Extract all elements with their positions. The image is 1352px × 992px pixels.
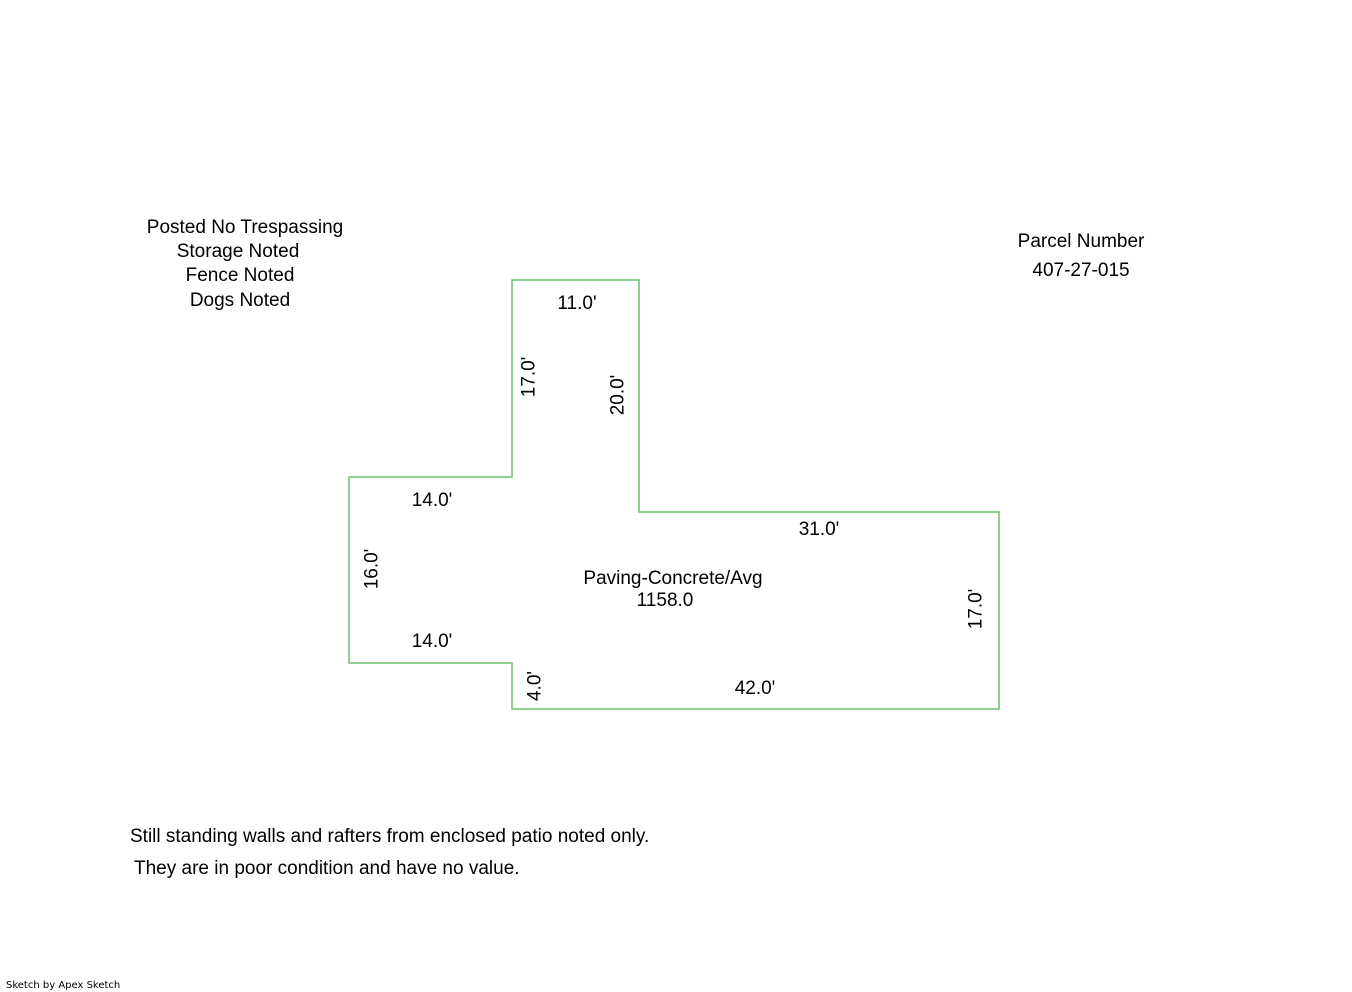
note-dogs: Dogs Noted: [189, 290, 291, 311]
dim-left: 16.0': [361, 548, 383, 590]
credit: Sketch by Apex Sketch: [6, 980, 121, 991]
comment-line-1: Still standing walls and rafters from en…: [130, 826, 650, 847]
area-outline: [348, 279, 1000, 710]
dim-step-top: 14.0': [411, 490, 453, 511]
dim-right: 17.0': [965, 588, 987, 630]
dim-step-bottom: 14.0': [411, 631, 453, 652]
area-name: Paving-Concrete/Avg: [583, 568, 763, 589]
dim-top: 11.0': [557, 293, 597, 314]
dim-notch: 4.0': [524, 670, 546, 702]
note-storage: Storage Noted: [176, 241, 300, 262]
dim-bottom: 42.0': [734, 678, 776, 699]
area-value: 1158.0: [636, 590, 694, 611]
comment-line-2: They are in poor condition and have no v…: [134, 858, 520, 879]
note-posted-no-trespassing: Posted No Trespassing: [146, 217, 344, 238]
dim-right-upper: 20.0': [607, 374, 629, 416]
dim-left-upper: 17.0': [518, 356, 540, 398]
parcel-label: Parcel Number: [1017, 231, 1145, 252]
note-fence: Fence Noted: [185, 265, 295, 286]
parcel-number: 407-27-015: [1032, 260, 1130, 281]
dim-right-top: 31.0': [798, 519, 840, 540]
